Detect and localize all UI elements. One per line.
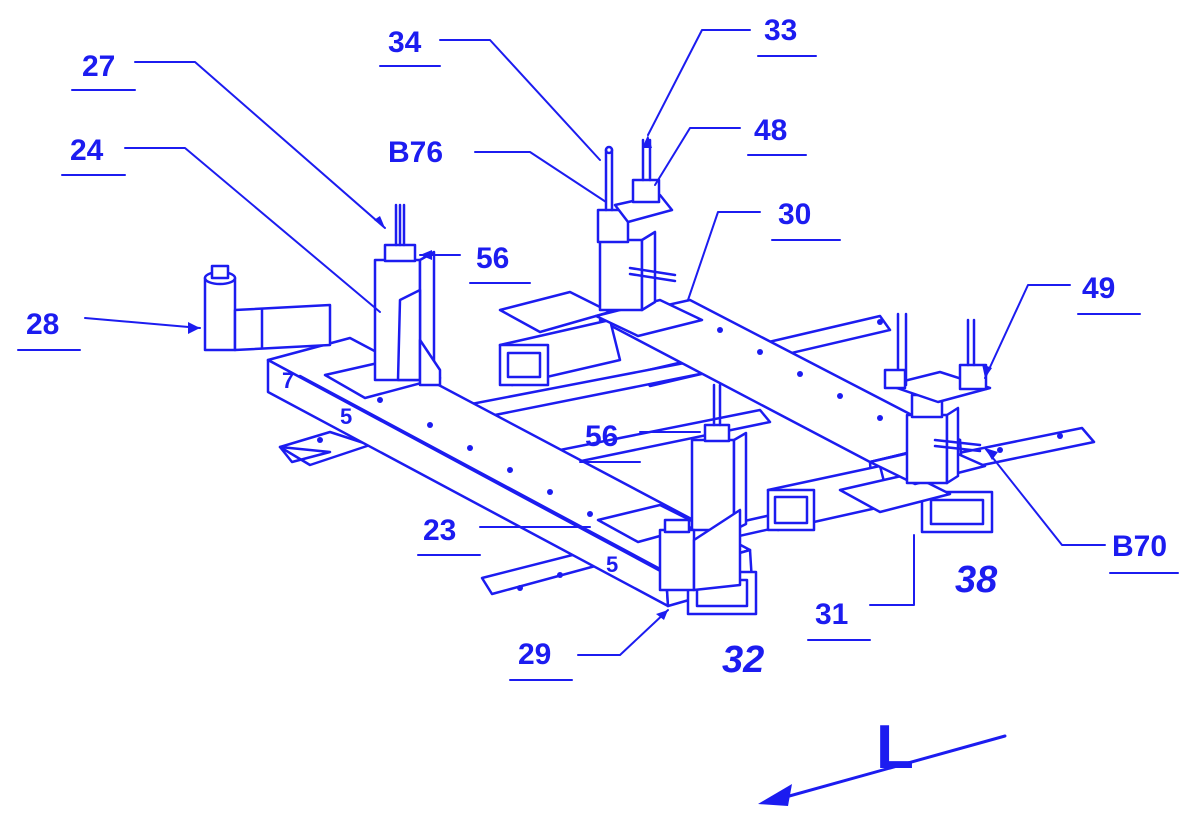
label-28: 28: [26, 308, 59, 341]
leader-lines: [84, 29, 1106, 656]
marker-5-front: 5: [606, 552, 618, 577]
label-49: 49: [1082, 272, 1115, 305]
label-underlines: [17, 55, 1179, 681]
reference-labels: 34 33 27 48 24 B76 30 56 49 28 56 23 B70…: [26, 14, 1167, 782]
label-23: 23: [423, 514, 456, 547]
label-56-rear: 56: [476, 242, 509, 275]
marker-7: 7: [282, 368, 294, 393]
leader-arrowheads: [188, 135, 998, 620]
label-B76: B76: [388, 136, 443, 169]
label-31: 31: [815, 598, 848, 631]
label-29: 29: [518, 638, 551, 671]
label-32: 32: [722, 639, 764, 681]
label-56-front: 56: [585, 420, 618, 453]
tower-rear-right: [596, 138, 677, 312]
label-30: 30: [778, 198, 811, 231]
rear-tube-member: [498, 318, 622, 387]
marker-5-rear: 5: [340, 404, 352, 429]
label-38: 38: [955, 559, 998, 601]
label-33: 33: [764, 14, 797, 47]
tower-right: [883, 312, 992, 485]
tower-24: [373, 203, 442, 387]
label-B70: B70: [1112, 530, 1167, 563]
tower-front: [658, 383, 748, 592]
label-34: 34: [388, 26, 422, 59]
label-27: 27: [82, 50, 115, 83]
direction-arrow: [758, 734, 1007, 806]
direction-label: L: [876, 713, 914, 782]
support-arm-28: [203, 264, 332, 352]
label-48: 48: [754, 114, 787, 147]
label-24: 24: [70, 134, 104, 167]
front-tube-member: [766, 464, 892, 532]
